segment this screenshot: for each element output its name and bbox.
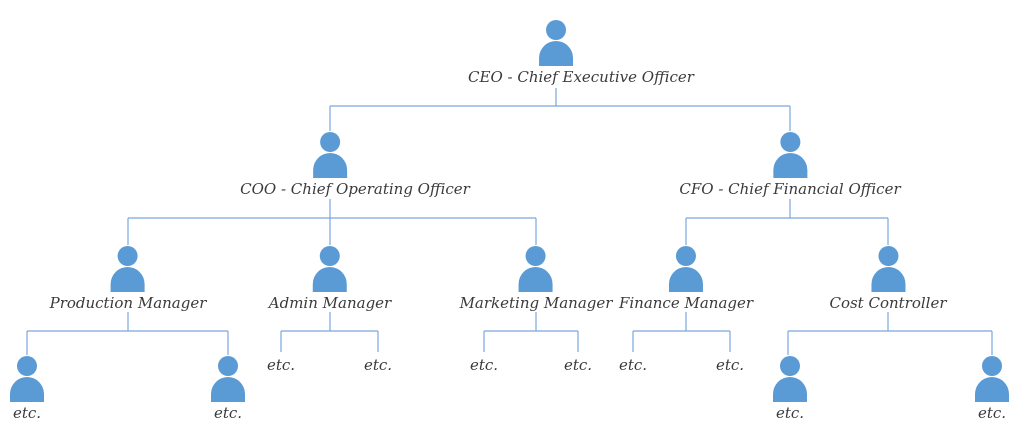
- node-cfo-label: CFO - Chief Financial Officer: [679, 180, 901, 198]
- person-icon: [539, 20, 573, 66]
- person-icon: [870, 246, 905, 292]
- node-cost-report-1: etc.: [773, 356, 807, 422]
- node-production-report-1: etc.: [10, 356, 44, 422]
- connector-coo-children: [127, 199, 537, 245]
- person-icon: [668, 246, 703, 292]
- node-admin-manager-label: Admin Manager: [268, 294, 392, 312]
- node-production-report-2-label: etc.: [213, 404, 243, 422]
- node-finance-report-2: etc.: [715, 356, 745, 374]
- connector-ceo-children: [329, 88, 791, 131]
- person-icon: [10, 356, 44, 402]
- connector-admin-children: [280, 312, 379, 352]
- connector-marketing-children: [483, 312, 579, 352]
- node-marketing-manager: Marketing Manager: [459, 246, 613, 312]
- node-cost-controller-label: Cost Controller: [829, 294, 947, 312]
- node-finance-report-1: etc.: [618, 356, 648, 374]
- connector-production-children: [26, 312, 229, 355]
- node-finance-manager: Finance Manager: [619, 246, 753, 312]
- node-admin-report-1: etc.: [266, 356, 296, 374]
- person-icon: [211, 356, 245, 402]
- node-cfo: CFO - Chief Financial Officer: [679, 132, 901, 198]
- node-marketing-manager-label: Marketing Manager: [459, 294, 613, 312]
- node-admin-report-2: etc.: [363, 356, 393, 374]
- node-production-report-1-label: etc.: [12, 404, 42, 422]
- node-cost-controller: Cost Controller: [829, 246, 947, 312]
- node-cost-report-2: etc.: [975, 356, 1009, 422]
- person-icon: [110, 246, 145, 292]
- node-coo-label: COO - Chief Operating Officer: [240, 180, 470, 198]
- node-finance-manager-label: Finance Manager: [618, 294, 754, 312]
- node-marketing-report-2: etc.: [563, 356, 593, 374]
- node-production-manager-label: Production Manager: [49, 294, 207, 312]
- connector-cost-children: [787, 312, 993, 355]
- node-cost-report-2-label: etc.: [977, 404, 1007, 422]
- connector-cfo-children: [685, 199, 889, 245]
- connector-finance-children: [632, 312, 731, 352]
- node-coo: COO - Chief Operating Officer: [215, 132, 470, 198]
- person-icon: [312, 246, 347, 292]
- node-production-report-2: etc.: [211, 356, 245, 422]
- node-production-manager: Production Manager: [49, 246, 207, 312]
- node-marketing-report-1: etc.: [469, 356, 499, 374]
- person-icon: [312, 132, 347, 178]
- node-cost-report-1-label: etc.: [775, 404, 805, 422]
- person-icon: [773, 356, 807, 402]
- node-ceo-label: CEO - Chief Executive Officer: [468, 68, 694, 86]
- person-icon: [975, 356, 1009, 402]
- node-admin-manager: Admin Manager: [269, 246, 391, 312]
- node-ceo: CEO - Chief Executive Officer: [443, 20, 694, 86]
- person-icon: [518, 246, 553, 292]
- person-icon: [772, 132, 807, 178]
